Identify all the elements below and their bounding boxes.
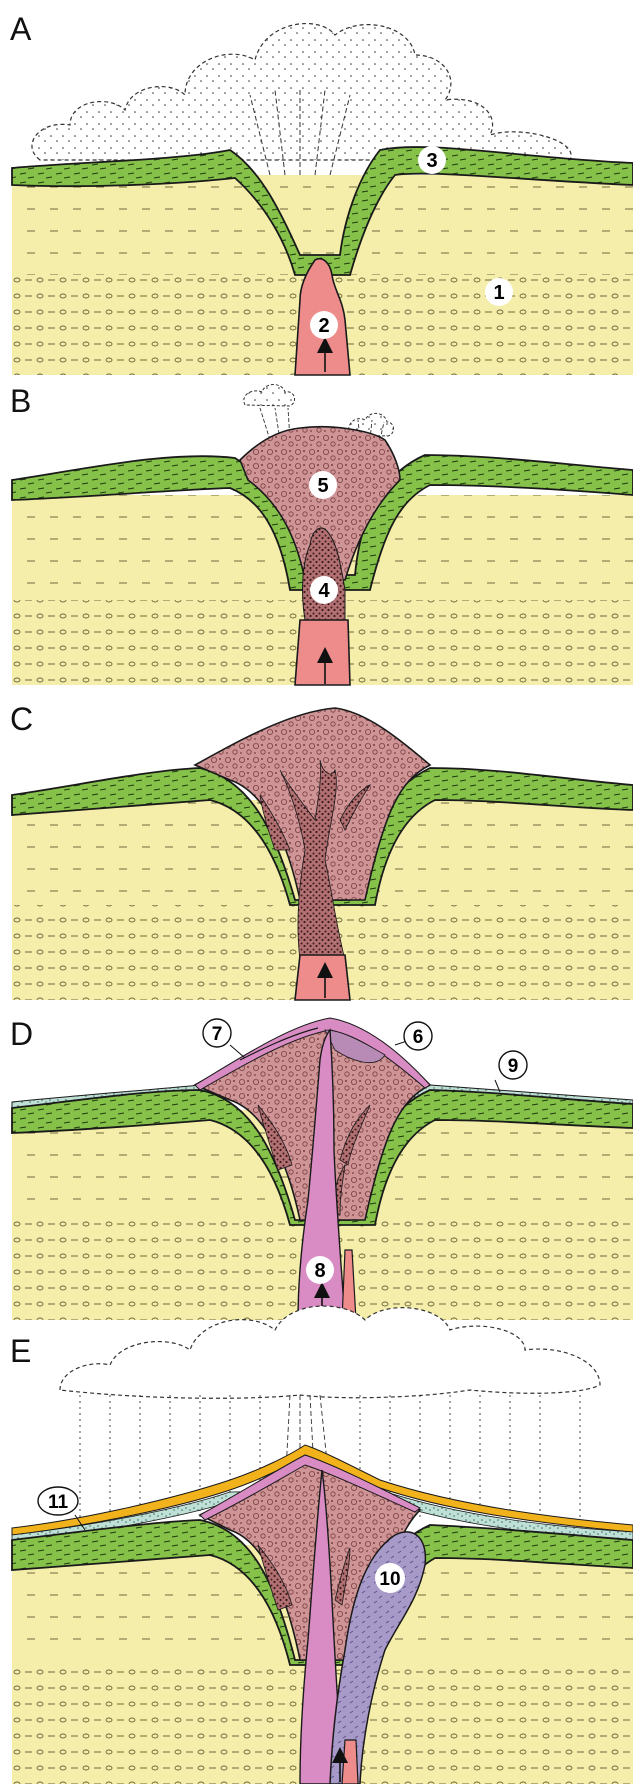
svg-text:10: 10: [379, 1569, 400, 1590]
panel-c: C: [10, 701, 633, 1000]
svg-text:6: 6: [413, 1027, 424, 1048]
label-1: 1: [485, 278, 513, 306]
label-3: 3: [418, 146, 446, 174]
panel-letter-c: C: [10, 701, 33, 737]
panel-e: E: [10, 1306, 633, 1784]
magma-conduit: [295, 955, 350, 1000]
svg-text:5: 5: [317, 475, 328, 497]
magma-conduit: [295, 620, 350, 685]
panel-b: B 4 5: [10, 383, 633, 685]
svg-text:9: 9: [508, 1056, 519, 1077]
svg-text:8: 8: [314, 1260, 325, 1282]
panel-letter-d: D: [10, 1016, 33, 1052]
label-6: 6: [395, 1022, 432, 1050]
label-8: 8: [306, 1256, 334, 1284]
svg-text:7: 7: [212, 1024, 223, 1045]
panel-letter-b: B: [10, 383, 31, 419]
label-9: 9: [495, 1051, 527, 1092]
svg-text:11: 11: [48, 1492, 69, 1513]
magma-conduit: [342, 1740, 358, 1784]
panel-letter-e: E: [10, 1333, 31, 1369]
panel-letter-a: A: [10, 11, 32, 47]
svg-text:1: 1: [493, 282, 504, 304]
label-2: 2: [310, 311, 338, 339]
panel-d: D 6 7 8: [10, 1016, 633, 1320]
label-7: 7: [203, 1019, 245, 1058]
label-4: 4: [310, 576, 338, 604]
svg-text:3: 3: [426, 150, 437, 172]
panel-a: A 1 2 3: [10, 11, 633, 375]
label-10: 10: [375, 1563, 405, 1593]
svg-text:2: 2: [318, 315, 329, 337]
svg-text:4: 4: [318, 580, 330, 602]
label-5: 5: [309, 471, 337, 499]
